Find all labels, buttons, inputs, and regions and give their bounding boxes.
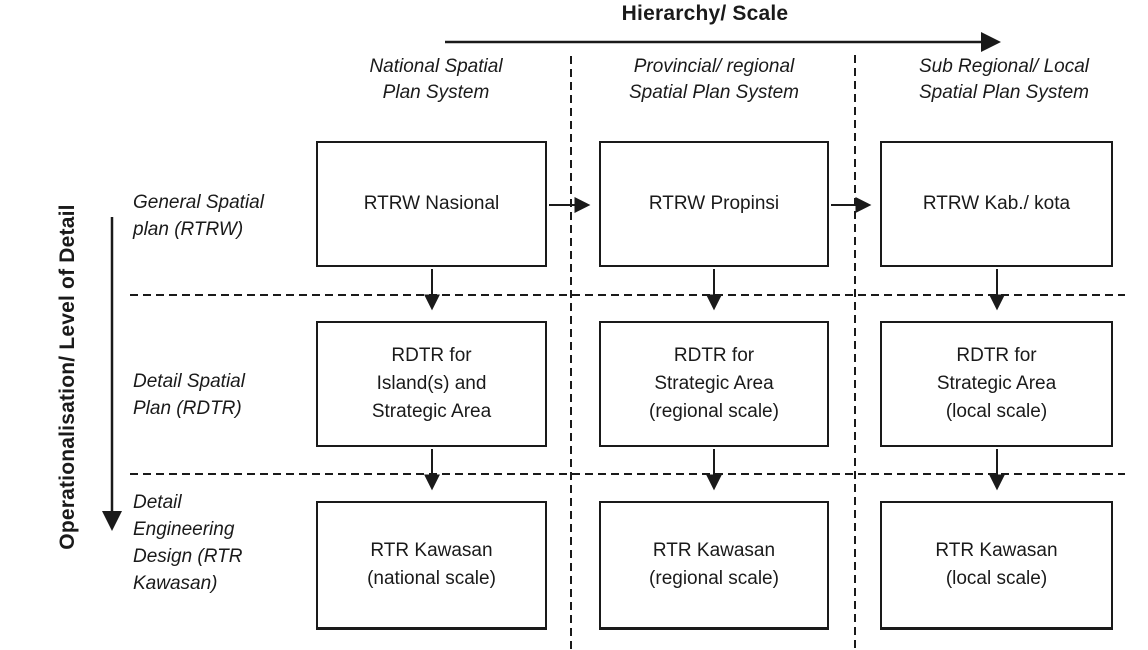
row-label-general-spatial-plan: General Spatial plan (RTRW)	[133, 192, 264, 240]
box-rtrw-nasional: RTRW Nasional	[316, 141, 547, 267]
box-rdtr-islands-strategic-area: RDTR for Island(s) and Strategic Area	[316, 321, 547, 447]
box-rtr-kawasan-local: RTR Kawasan (local scale)	[880, 501, 1113, 630]
column-header-sub-regional-local: Sub Regional/ Local Spatial Plan System	[918, 56, 1090, 103]
column-header-provincial-regional: Provincial/ regional Spatial Plan System	[628, 56, 800, 103]
box-rdtr-strategic-area-local: RDTR for Strategic Area (local scale)	[880, 321, 1113, 447]
box-rtr-kawasan-national: RTR Kawasan (national scale)	[316, 501, 547, 630]
row-label-detail-spatial-plan: Detail Spatial Plan (RDTR)	[133, 371, 245, 419]
box-rdtr-strategic-area-regional: RDTR for Strategic Area (regional scale)	[599, 321, 829, 447]
row-label-detail-engineering-design: Detail Engineering Design (RTR Kawasan)	[133, 492, 243, 594]
box-rtr-kawasan-regional: RTR Kawasan (regional scale)	[599, 501, 829, 630]
column-header-national: National Spatial Plan System	[369, 56, 503, 103]
operationalisation-axis-title: Operationalisation/ Level of Detail	[56, 204, 79, 550]
hierarchy-scale-axis-title: Hierarchy/ Scale	[621, 2, 789, 25]
box-rtrw-kab-kota: RTRW Kab./ kota	[880, 141, 1113, 267]
box-rtrw-propinsi: RTRW Propinsi	[599, 141, 829, 267]
